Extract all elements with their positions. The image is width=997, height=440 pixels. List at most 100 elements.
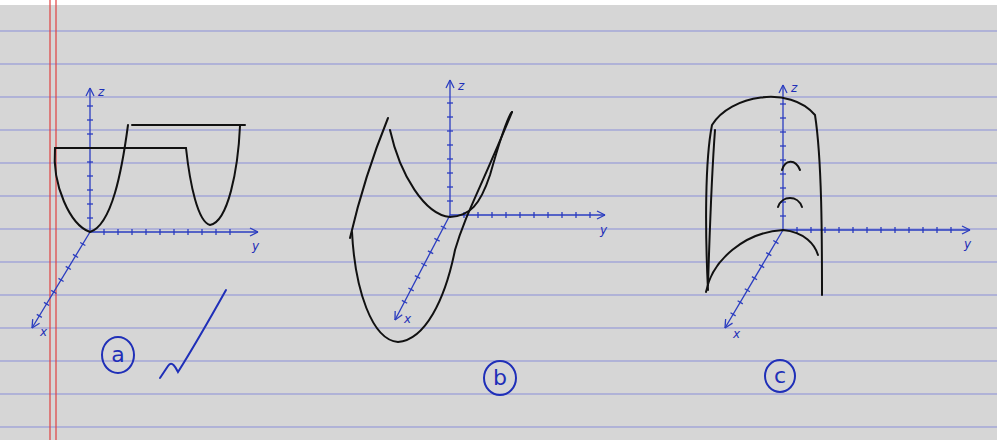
axis-label: x bbox=[40, 326, 47, 338]
ruled-line bbox=[0, 328, 997, 329]
axis-tick bbox=[87, 217, 93, 218]
ruled-line bbox=[0, 97, 997, 98]
axis-tick bbox=[780, 187, 786, 188]
axis-tick bbox=[752, 277, 757, 280]
axis-line bbox=[449, 80, 450, 215]
axis-arrow bbox=[725, 323, 733, 328]
coordinate-axes bbox=[32, 80, 970, 328]
surface-curve bbox=[350, 118, 388, 238]
surface-curve bbox=[55, 125, 128, 232]
ruled-lines bbox=[0, 31, 997, 427]
ruled-line bbox=[0, 229, 997, 230]
axis-label: z bbox=[458, 80, 464, 92]
axis-tick bbox=[533, 212, 534, 218]
axis-tick bbox=[215, 229, 216, 235]
axis-tick bbox=[187, 229, 188, 235]
circled-letter: b bbox=[483, 360, 517, 396]
axis-tick bbox=[589, 212, 590, 218]
axis-tick bbox=[447, 116, 453, 117]
axis-tick bbox=[447, 102, 453, 103]
axis-line bbox=[450, 214, 605, 215]
axis-arrow bbox=[250, 228, 258, 232]
axis-arrow bbox=[783, 85, 787, 93]
surface-curve bbox=[390, 112, 512, 217]
axis-arrow bbox=[90, 88, 94, 96]
surface-curve bbox=[706, 230, 818, 292]
axis-tick bbox=[852, 227, 853, 233]
axis-arrow bbox=[779, 85, 783, 93]
axis-tick bbox=[447, 158, 453, 159]
axis-tick bbox=[447, 200, 453, 201]
axis-tick bbox=[766, 253, 771, 256]
axis-tick bbox=[66, 266, 71, 269]
axis-tick bbox=[575, 212, 576, 218]
surface-curve bbox=[186, 126, 240, 225]
axis-tick bbox=[780, 173, 786, 174]
ruled-line bbox=[0, 295, 997, 296]
axis-tick bbox=[402, 300, 407, 303]
axis-tick bbox=[773, 241, 778, 244]
ruled-line bbox=[0, 196, 997, 197]
surface-curve bbox=[708, 130, 715, 285]
ruled-line bbox=[0, 427, 997, 428]
axis-tick bbox=[44, 302, 49, 305]
axis-tick bbox=[810, 227, 811, 233]
axis-label: y bbox=[964, 238, 971, 250]
sketch-c bbox=[706, 97, 822, 295]
check-mark bbox=[160, 290, 226, 378]
axis-arrow bbox=[446, 80, 450, 88]
level-curve bbox=[778, 198, 802, 207]
axis-arrow bbox=[250, 232, 258, 236]
axis-tick bbox=[145, 229, 146, 235]
axis-tick bbox=[87, 189, 93, 190]
axis-label: z bbox=[98, 86, 104, 98]
axis-tick bbox=[922, 227, 923, 233]
axis-label: x bbox=[733, 328, 740, 340]
circled-letter: a bbox=[101, 336, 135, 374]
axis-tick bbox=[447, 144, 453, 145]
top-strip bbox=[0, 0, 997, 5]
axis-tick bbox=[738, 301, 743, 304]
axis-arrow bbox=[597, 211, 605, 215]
axis-tick bbox=[434, 238, 439, 241]
axis-tick bbox=[824, 227, 825, 233]
axis-tick bbox=[87, 119, 93, 120]
surface-curve bbox=[352, 112, 512, 342]
axis-label: z bbox=[791, 82, 797, 94]
margin-line bbox=[49, 0, 50, 440]
axis-tick bbox=[780, 131, 786, 132]
sketch-b bbox=[350, 112, 512, 342]
axis-line bbox=[395, 215, 450, 320]
axis-tick bbox=[780, 159, 786, 160]
axis-tick bbox=[51, 290, 56, 293]
axis-arrow bbox=[32, 323, 40, 328]
axis-arrow bbox=[394, 311, 395, 320]
axis-tick bbox=[477, 212, 478, 218]
axis-tick bbox=[117, 229, 118, 235]
surface-curve bbox=[55, 147, 186, 149]
axis-tick bbox=[428, 251, 433, 254]
axis-tick bbox=[58, 278, 63, 281]
axis-tick bbox=[447, 186, 453, 187]
axis-tick bbox=[780, 117, 786, 118]
axis-arrow bbox=[86, 88, 90, 96]
axis-arrow bbox=[962, 230, 970, 234]
axis-tick bbox=[441, 226, 446, 229]
axis-tick bbox=[80, 242, 85, 245]
axis-tick bbox=[838, 227, 839, 233]
axis-tick bbox=[780, 103, 786, 104]
panel-letter: a bbox=[111, 344, 124, 366]
axis-tick bbox=[519, 212, 520, 218]
axis-tick bbox=[421, 263, 426, 266]
axis-tick bbox=[745, 289, 750, 292]
axis-line bbox=[782, 85, 783, 230]
axis-line bbox=[32, 232, 90, 328]
axis-tick bbox=[780, 145, 786, 146]
axis-tick bbox=[505, 212, 506, 218]
axis-tick bbox=[87, 105, 93, 106]
axis-arrow bbox=[450, 80, 454, 88]
axis-tick bbox=[908, 227, 909, 233]
axis-label: y bbox=[252, 240, 259, 252]
axis-label: x bbox=[404, 313, 411, 325]
